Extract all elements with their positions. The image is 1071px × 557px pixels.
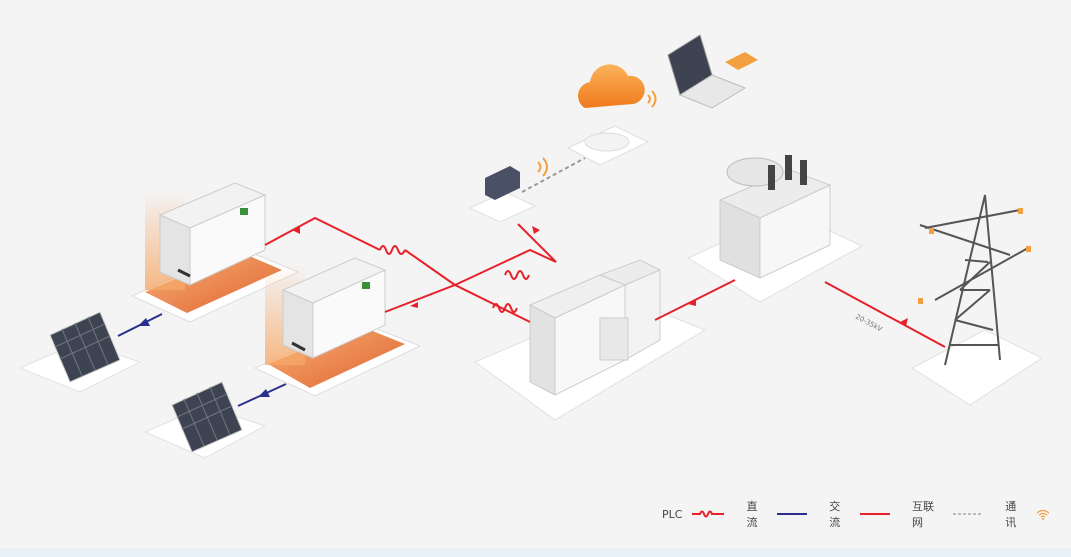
datalogger <box>468 157 548 223</box>
switchgear-cabinet <box>473 259 707 421</box>
solar-panel-2 <box>143 381 267 459</box>
router <box>566 125 650 166</box>
ac-line-icon <box>859 513 891 515</box>
legend-internet: 互联网 <box>912 498 984 530</box>
laptop <box>667 34 758 109</box>
wifi-icon <box>1036 509 1049 520</box>
legend-dc: 直流 <box>746 498 808 530</box>
legend-label: PLC <box>662 507 683 521</box>
legend-plc: PLC <box>662 507 725 521</box>
legend-label: 直流 <box>746 500 758 529</box>
transformer <box>686 155 864 303</box>
voltage-label: 20-35kV <box>854 313 884 334</box>
ac-lines <box>264 216 946 348</box>
internet-line <box>521 157 586 193</box>
legend: PLC 直流 交流 互联网 通讯 <box>662 498 1071 530</box>
plc-squiggle-1 <box>379 245 406 255</box>
cloud <box>577 64 657 108</box>
legend-label: 交流 <box>829 500 841 529</box>
plc-squiggle-3 <box>504 270 530 280</box>
dc-lines <box>117 313 287 407</box>
dc-line-icon <box>777 513 808 515</box>
transmission-tower <box>911 194 1044 406</box>
legend-comm: 通讯 <box>1005 498 1049 530</box>
legend-label: 通讯 <box>1005 500 1017 529</box>
bottom-strip <box>0 548 1071 557</box>
inverter-1 <box>130 182 300 323</box>
plc-squiggle-2 <box>492 303 518 313</box>
legend-ac: 交流 <box>829 498 891 530</box>
internet-dashed-line-icon <box>953 513 984 515</box>
legend-label: 互联网 <box>912 500 935 529</box>
inverter-2 <box>253 257 422 397</box>
plc-wave-icon <box>692 510 725 518</box>
solar-panel-1 <box>18 311 142 393</box>
ac-arrows <box>292 226 908 326</box>
